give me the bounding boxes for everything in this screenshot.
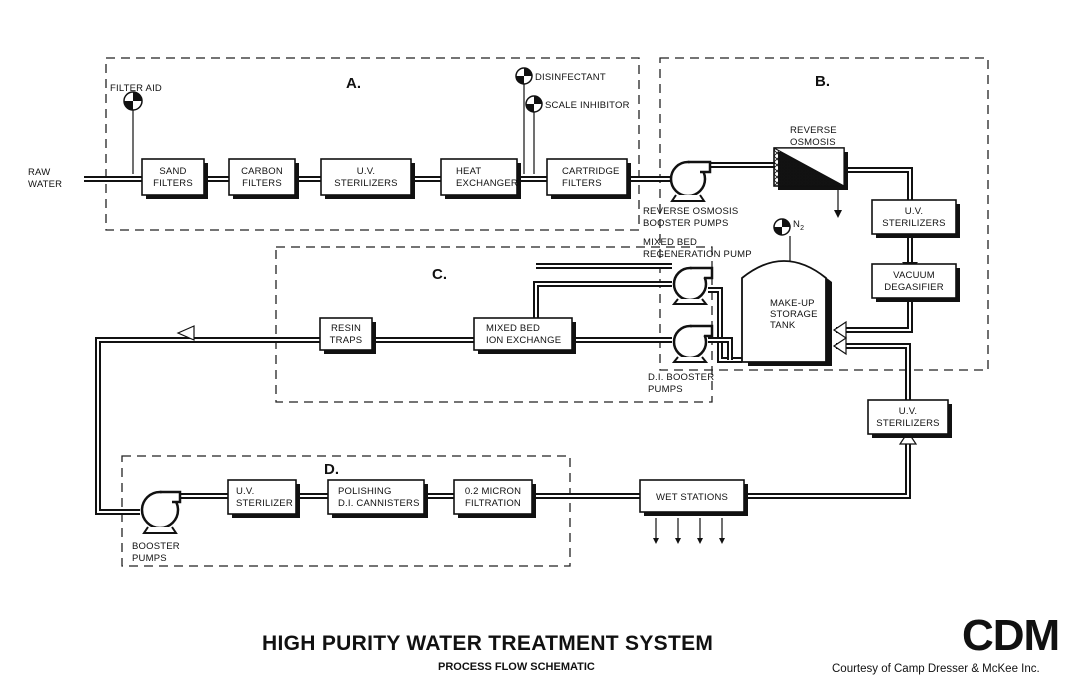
ro-booster-pumps-label: BOOSTER PUMPS [643, 218, 728, 229]
section-c-label: C. [432, 266, 447, 283]
heat-exchanger-unit: HEAT EXCHANGER [440, 158, 521, 199]
di-booster-pumps-label: PUMPS [648, 384, 683, 395]
regeneration-pump-icon [671, 266, 714, 305]
unit-label: VACUUM [893, 270, 935, 281]
cdm-logo: CDM [962, 611, 1059, 660]
uv-sterilizers-b-unit: U.V. STERILIZERS [871, 199, 960, 238]
nitrogen-feed-icon [773, 218, 791, 236]
uv-sterilizers-return-unit: U.V. STERILIZERS [867, 399, 952, 438]
unit-label: U.V. [236, 486, 254, 497]
unit-label: RESIN [331, 323, 361, 334]
unit-label: CARTRIDGE [562, 166, 620, 177]
booster-pumps-label: BOOSTER [132, 541, 180, 552]
reverse-osmosis-label: REVERSE [790, 125, 837, 136]
unit-label: U.V. [357, 166, 375, 177]
booster-pump-d-icon [140, 490, 182, 534]
filter-aid-label: FILTER AID [110, 83, 162, 94]
mixed-bed-ion-exchange-unit: MIXED BED ION EXCHANGE [473, 317, 576, 354]
section-b-boundary [659, 57, 989, 371]
regen-pump-label: REGENERATION PUMP [643, 249, 752, 260]
disinfectant-label: DISINFECTANT [535, 72, 606, 83]
unit-label: STERILIZERS [334, 178, 397, 189]
ro-booster-pump-icon [669, 160, 712, 202]
di-booster-pumps-label: D.I. BOOSTER [648, 372, 714, 383]
unit-label: ION EXCHANGE [486, 335, 561, 346]
tank-label: STORAGE [770, 309, 818, 320]
di-booster-pump-icon [671, 324, 714, 363]
unit-label: POLISHING [338, 486, 392, 497]
uv-sterilizers-a-unit: U.V. STERILIZERS [320, 158, 415, 199]
section-d-boundary [121, 455, 571, 567]
tank-label: MAKE-UP [770, 298, 815, 309]
unit-label: EXCHANGER [456, 178, 518, 189]
polishing-di-cannisters-unit: POLISHING D.I. CANNISTERS [327, 479, 428, 518]
page-subtitle: PROCESS FLOW SCHEMATIC [438, 661, 595, 673]
scale-inhibitor-label: SCALE INHIBITOR [545, 100, 630, 111]
section-c-boundary [275, 246, 713, 403]
booster-pumps-label: PUMPS [132, 553, 167, 564]
unit-label: WET STATIONS [656, 492, 728, 503]
unit-label: SAND [159, 166, 186, 177]
unit-label: FILTERS [242, 178, 282, 189]
resin-traps-unit: RESIN TRAPS [319, 317, 376, 354]
reverse-osmosis-label: OSMOSIS [790, 137, 836, 148]
unit-label: CARBON [241, 166, 283, 177]
credit-line: Courtesy of Camp Dresser & McKee Inc. [832, 663, 1040, 675]
unit-label: TRAPS [330, 335, 363, 346]
section-b-label: B. [815, 73, 830, 90]
raw-water-label: RAW [28, 167, 50, 178]
uv-sterilizer-d-unit: U.V. STERILIZER [227, 479, 300, 518]
unit-label: FILTRATION [465, 498, 521, 509]
carbon-filters-unit: CARBON FILTERS [228, 158, 299, 199]
unit-label: U.V. [899, 406, 917, 417]
nitrogen-label: N2 [793, 219, 804, 232]
unit-label: HEAT [456, 166, 481, 177]
cartridge-filters-unit: CARTRIDGE FILTERS [546, 158, 631, 199]
unit-label: DEGASIFIER [884, 282, 944, 293]
unit-label: STERILIZERS [876, 418, 939, 429]
section-a-label: A. [346, 75, 361, 92]
section-a-boundary [105, 57, 640, 231]
scale-inhibitor-feed-icon [525, 95, 543, 113]
tank-label: TANK [770, 320, 796, 331]
makeup-storage-tank: MAKE-UP STORAGE TANK [741, 260, 832, 366]
wet-stations-unit: WET STATIONS [639, 479, 748, 516]
unit-label: MIXED BED [486, 323, 540, 334]
unit-label: D.I. CANNISTERS [338, 498, 420, 509]
micron-filtration-unit: 0.2 MICRON FILTRATION [453, 479, 536, 518]
raw-water-label: WATER [28, 179, 62, 190]
ro-booster-pumps-label: REVERSE OSMOSIS [643, 206, 738, 217]
sand-filters-unit: SAND FILTERS [141, 158, 208, 199]
unit-label: FILTERS [562, 178, 602, 189]
vacuum-degasifier-unit: VACUUM DEGASIFIER [871, 263, 960, 302]
reverse-osmosis-unit [773, 147, 848, 190]
unit-label: STERILIZERS [882, 218, 945, 229]
section-d-label: D. [324, 461, 339, 478]
regen-pump-label: MIXED BED [643, 237, 697, 248]
page-title: HIGH PURITY WATER TREATMENT SYSTEM [262, 632, 713, 655]
unit-label: FILTERS [153, 178, 193, 189]
filter-aid-feed-icon [123, 91, 143, 111]
unit-label: U.V. [905, 206, 923, 217]
unit-label: STERILIZER [236, 498, 293, 509]
disinfectant-feed-icon [515, 67, 533, 85]
unit-label: 0.2 MICRON [465, 486, 521, 497]
